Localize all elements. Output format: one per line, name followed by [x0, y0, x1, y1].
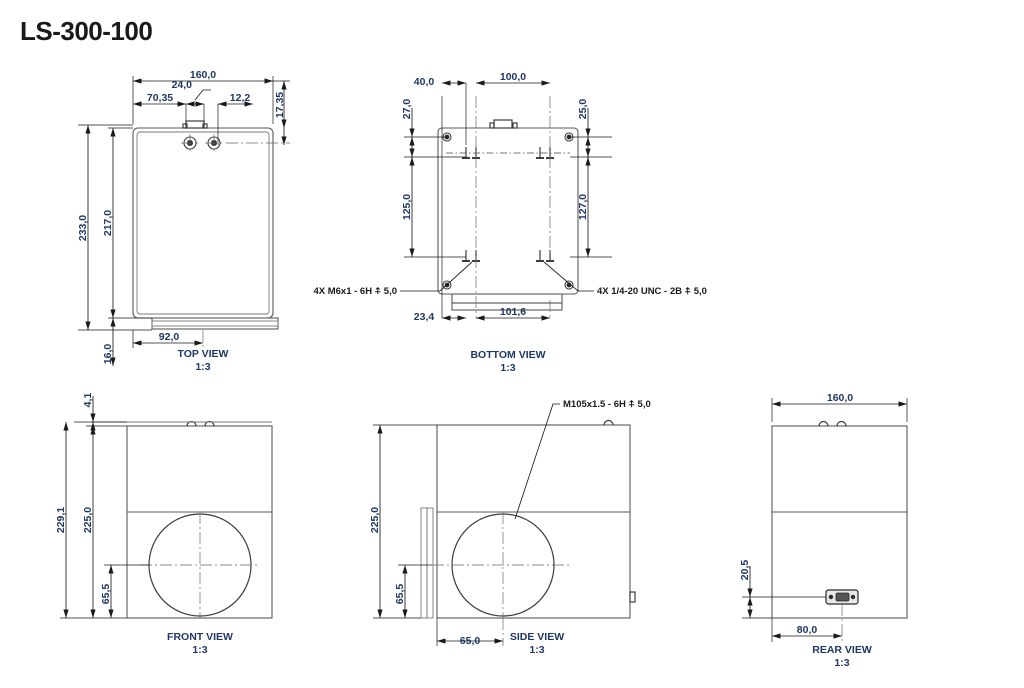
- dim-front-41: 4,1: [82, 393, 94, 408]
- dim-top-122: 12,2: [230, 92, 251, 104]
- dim-top-92: 92,0: [159, 331, 180, 343]
- top-view-group: 160,0 70,35 24,0 12,2 17,35 233,0 217,0 …: [77, 69, 290, 373]
- dim-side-65: 65,0: [460, 635, 481, 647]
- bottom-view-label: BOTTOM VIEW: [470, 349, 545, 361]
- side-view-scale: 1:3: [529, 644, 544, 656]
- top-view-scale: 1:3: [195, 361, 210, 373]
- dim-bottom-100: 100,0: [500, 71, 526, 83]
- bottom-view-group: 40,0 100,0 27,0 125,0 25,0 127,0 23,4 10…: [313, 71, 706, 374]
- front-view-scale: 1:3: [192, 644, 207, 656]
- dim-bottom-127: 127,0: [577, 194, 589, 220]
- dim-bottom-125: 125,0: [401, 194, 413, 220]
- side-view-group: 225,0 65,5 65,0 M105x1.5 - 6H⍏5,0 SIDE V…: [369, 399, 651, 656]
- dim-top-1735: 17,35: [274, 92, 286, 118]
- front-view-group: 4,1 229,1 225,0 65,5 FRONT VIEW 1:3: [55, 393, 273, 656]
- side-view-label: SIDE VIEW: [510, 631, 564, 643]
- page-title: LS-300-100: [20, 16, 153, 46]
- dim-bottom-234: 23,4: [414, 311, 435, 323]
- dim-bottom-1016: 101,6: [500, 306, 526, 318]
- m6-thread-callout: 4X M6x1 - 6H⍏5,0: [313, 286, 397, 297]
- dim-side-655: 65,5: [394, 584, 406, 605]
- top-view-label: TOP VIEW: [178, 348, 229, 360]
- dim-front-225: 225,0: [82, 507, 94, 533]
- dim-top-16: 16,0: [102, 344, 114, 365]
- dim-top-160: 160,0: [190, 69, 216, 81]
- m105-thread-callout: M105x1.5 - 6H⍏5,0: [563, 399, 651, 410]
- dim-top-217: 217,0: [102, 210, 114, 236]
- dim-top-7035: 70,35: [147, 92, 173, 104]
- dim-top-24: 24,0: [172, 79, 193, 91]
- dim-rear-160: 160,0: [827, 392, 853, 404]
- dim-side-225: 225,0: [369, 507, 381, 533]
- rear-view-label: REAR VIEW: [812, 644, 872, 656]
- unc-thread-callout: 4X 1/4-20 UNC - 2B⍏5,0: [597, 286, 707, 297]
- dim-bottom-27: 27,0: [401, 99, 413, 120]
- dim-top-233: 233,0: [77, 215, 89, 241]
- dim-bottom-40: 40,0: [414, 76, 435, 88]
- dim-front-655: 65,5: [100, 584, 112, 605]
- bottom-view-scale: 1:3: [500, 362, 515, 374]
- dim-bottom-25: 25,0: [577, 99, 589, 120]
- rear-view-group: 160,0 20,5 80,0 REAR VIEW 1:3: [739, 392, 908, 669]
- dim-front-2291: 229,1: [55, 507, 67, 533]
- front-view-label: FRONT VIEW: [167, 631, 233, 643]
- dim-rear-80: 80,0: [797, 624, 818, 636]
- rear-view-scale: 1:3: [834, 657, 849, 669]
- dim-rear-205: 20,5: [739, 560, 751, 581]
